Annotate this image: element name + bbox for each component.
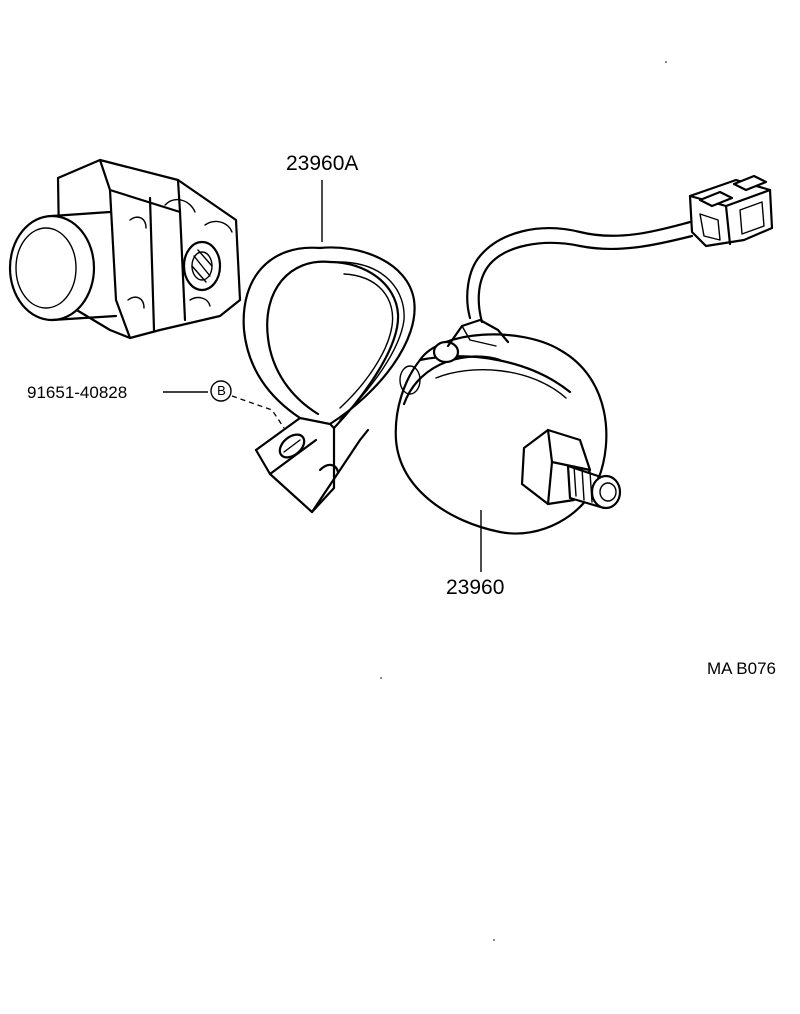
speck bbox=[380, 677, 382, 679]
bolt-dashed-guide bbox=[231, 395, 285, 429]
sensor-component bbox=[394, 220, 694, 535]
connector-component bbox=[688, 174, 774, 248]
clamp-part-number: 23960A bbox=[286, 152, 359, 175]
bolt-marker-letter: B bbox=[217, 383, 226, 398]
sensor-part-number: 23960 bbox=[446, 576, 505, 599]
bolt-part-number: 91651-40828 bbox=[27, 383, 128, 402]
figure-code: MA B076 bbox=[707, 659, 776, 678]
clamp-component bbox=[242, 246, 416, 514]
bolt-marker-circle bbox=[210, 380, 232, 402]
speck bbox=[665, 61, 667, 63]
speck bbox=[493, 939, 495, 941]
housing-component bbox=[8, 158, 242, 340]
